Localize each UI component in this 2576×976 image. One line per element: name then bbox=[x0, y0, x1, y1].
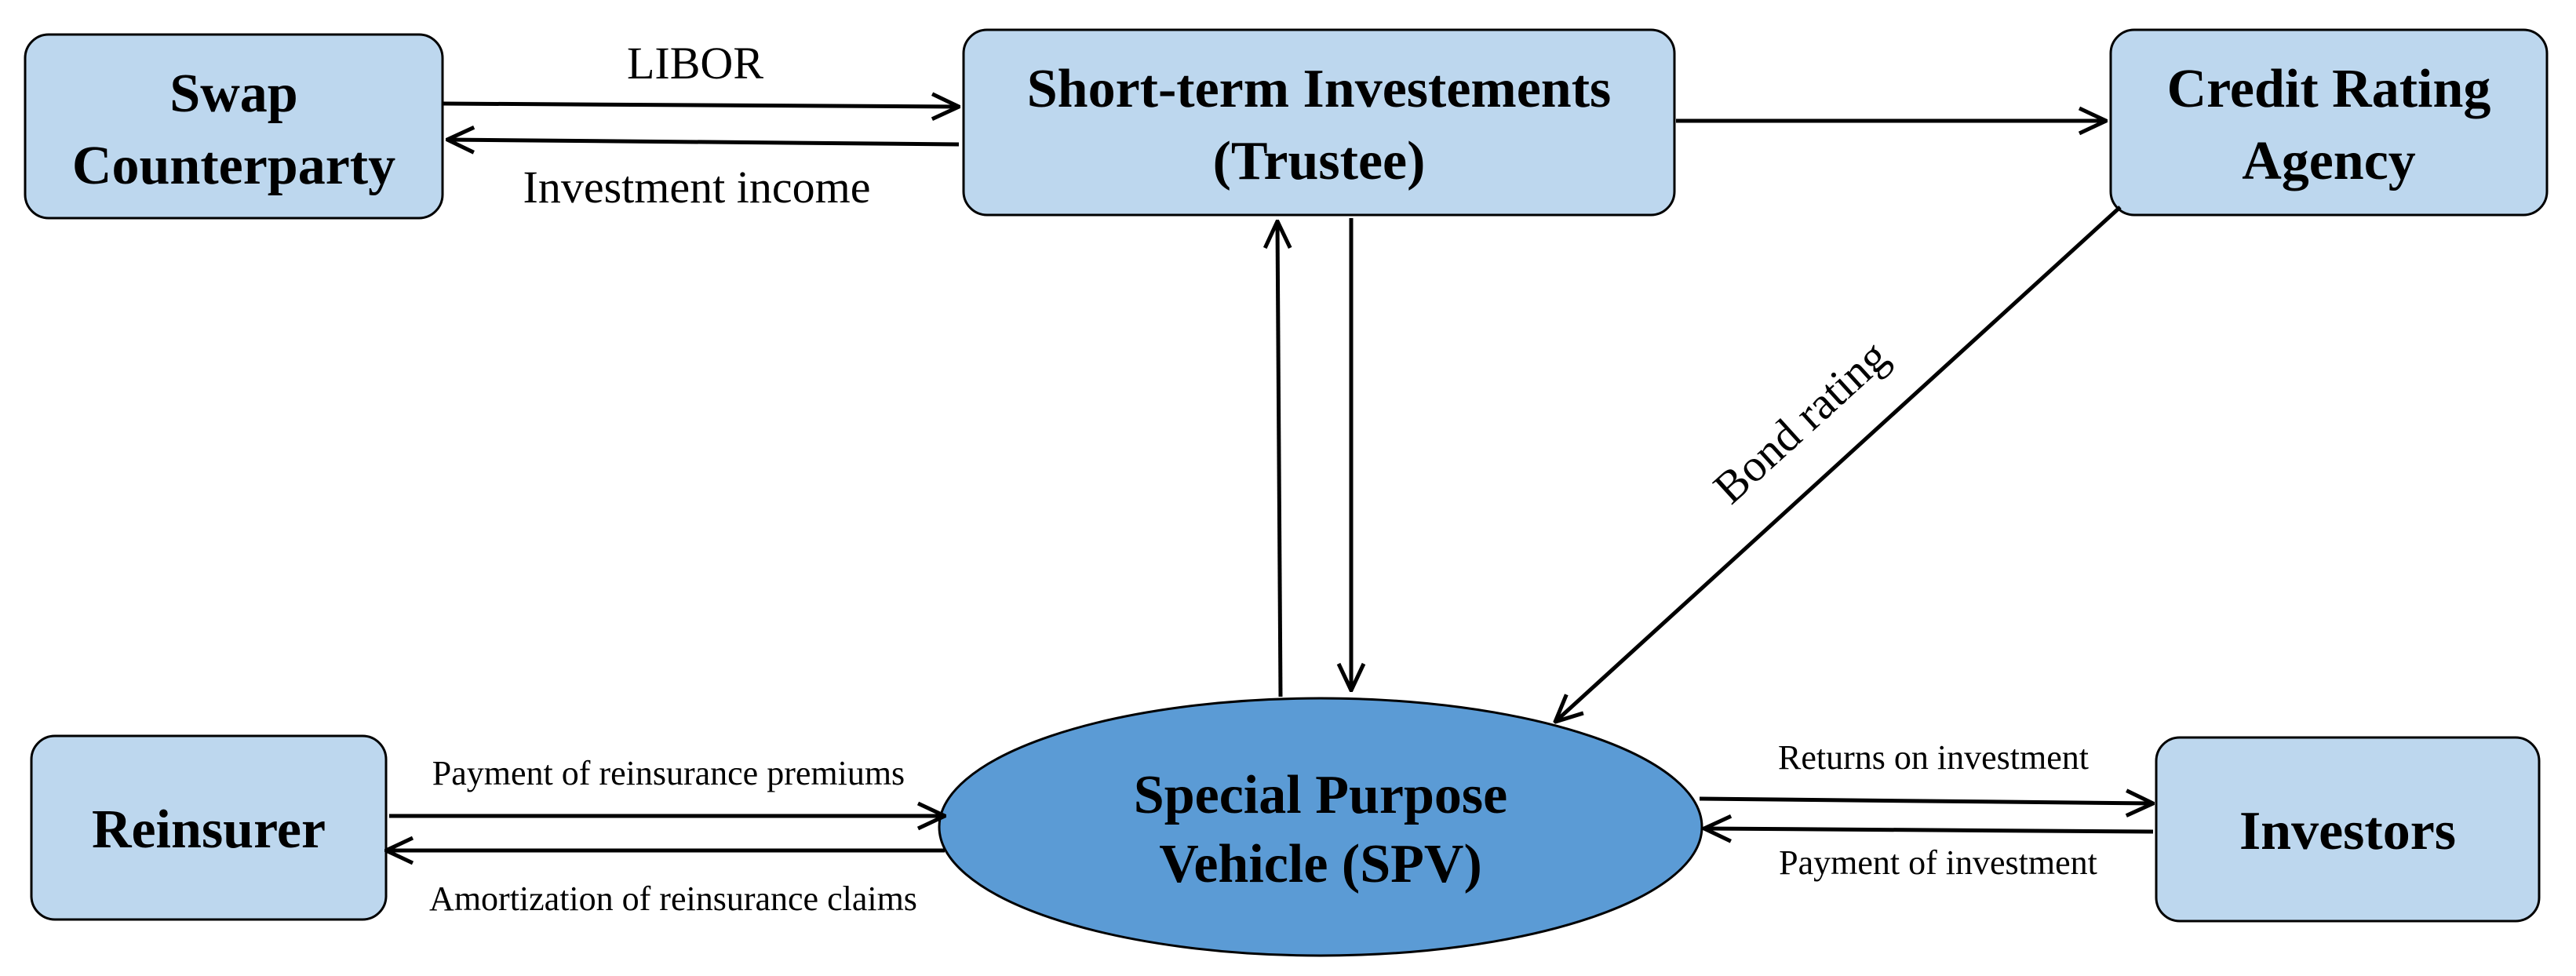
node-swap-counterparty: Swap Counterparty bbox=[24, 33, 444, 220]
spv-label-line2: Vehicle (SPV) bbox=[1159, 834, 1482, 894]
edge-spv-to-trustee bbox=[1277, 221, 1281, 697]
node-reinsurer: Reinsurer bbox=[30, 734, 388, 921]
agency-label-line1: Credit Rating bbox=[2167, 59, 2491, 119]
trustee-label-line1: Short-term Investements bbox=[1027, 59, 1612, 119]
swap-label-line1: Swap bbox=[169, 64, 297, 124]
node-credit-rating-agency: Credit Rating Agency bbox=[2109, 28, 2549, 217]
trustee-label-line2: (Trustee) bbox=[1213, 131, 1426, 191]
node-spv: Special Purpose Vehicle (SPV) bbox=[938, 697, 1703, 957]
edge-reinsurance-claims: Amortization of reinsurance claims bbox=[386, 850, 945, 918]
libor-label: LIBOR bbox=[627, 38, 763, 89]
swap-label-line2: Counterparty bbox=[72, 136, 395, 196]
payment-investment-label: Payment of investment bbox=[1779, 843, 2097, 882]
agency-label-line2: Agency bbox=[2242, 131, 2416, 191]
investment-income-label: Investment income bbox=[523, 162, 871, 213]
reinsurance-premiums-label: Payment of reinsurance premiums bbox=[432, 754, 905, 792]
node-trustee: Short-term Investements (Trustee) bbox=[962, 28, 1676, 217]
reinsurer-label: Reinsurer bbox=[92, 799, 326, 860]
edge-payment-of-investment: Payment of investment bbox=[1704, 829, 2154, 882]
edge-reinsurance-premiums: Payment of reinsurance premiums bbox=[389, 754, 945, 816]
edge-investment-income: Investment income bbox=[447, 140, 960, 213]
edge-libor: LIBOR bbox=[442, 38, 959, 107]
edge-bond-rating: Bond rating bbox=[1555, 206, 2122, 722]
investors-label: Investors bbox=[2239, 801, 2456, 861]
reinsurance-claims-label: Amortization of reinsurance claims bbox=[429, 879, 917, 918]
spv-label-line1: Special Purpose bbox=[1134, 765, 1507, 825]
node-investors: Investors bbox=[2155, 736, 2541, 923]
edge-returns-on-investment: Returns on investment bbox=[1699, 738, 2153, 803]
returns-label: Returns on investment bbox=[1778, 738, 2089, 777]
bond-rating-label: Bond rating bbox=[1703, 330, 1898, 513]
